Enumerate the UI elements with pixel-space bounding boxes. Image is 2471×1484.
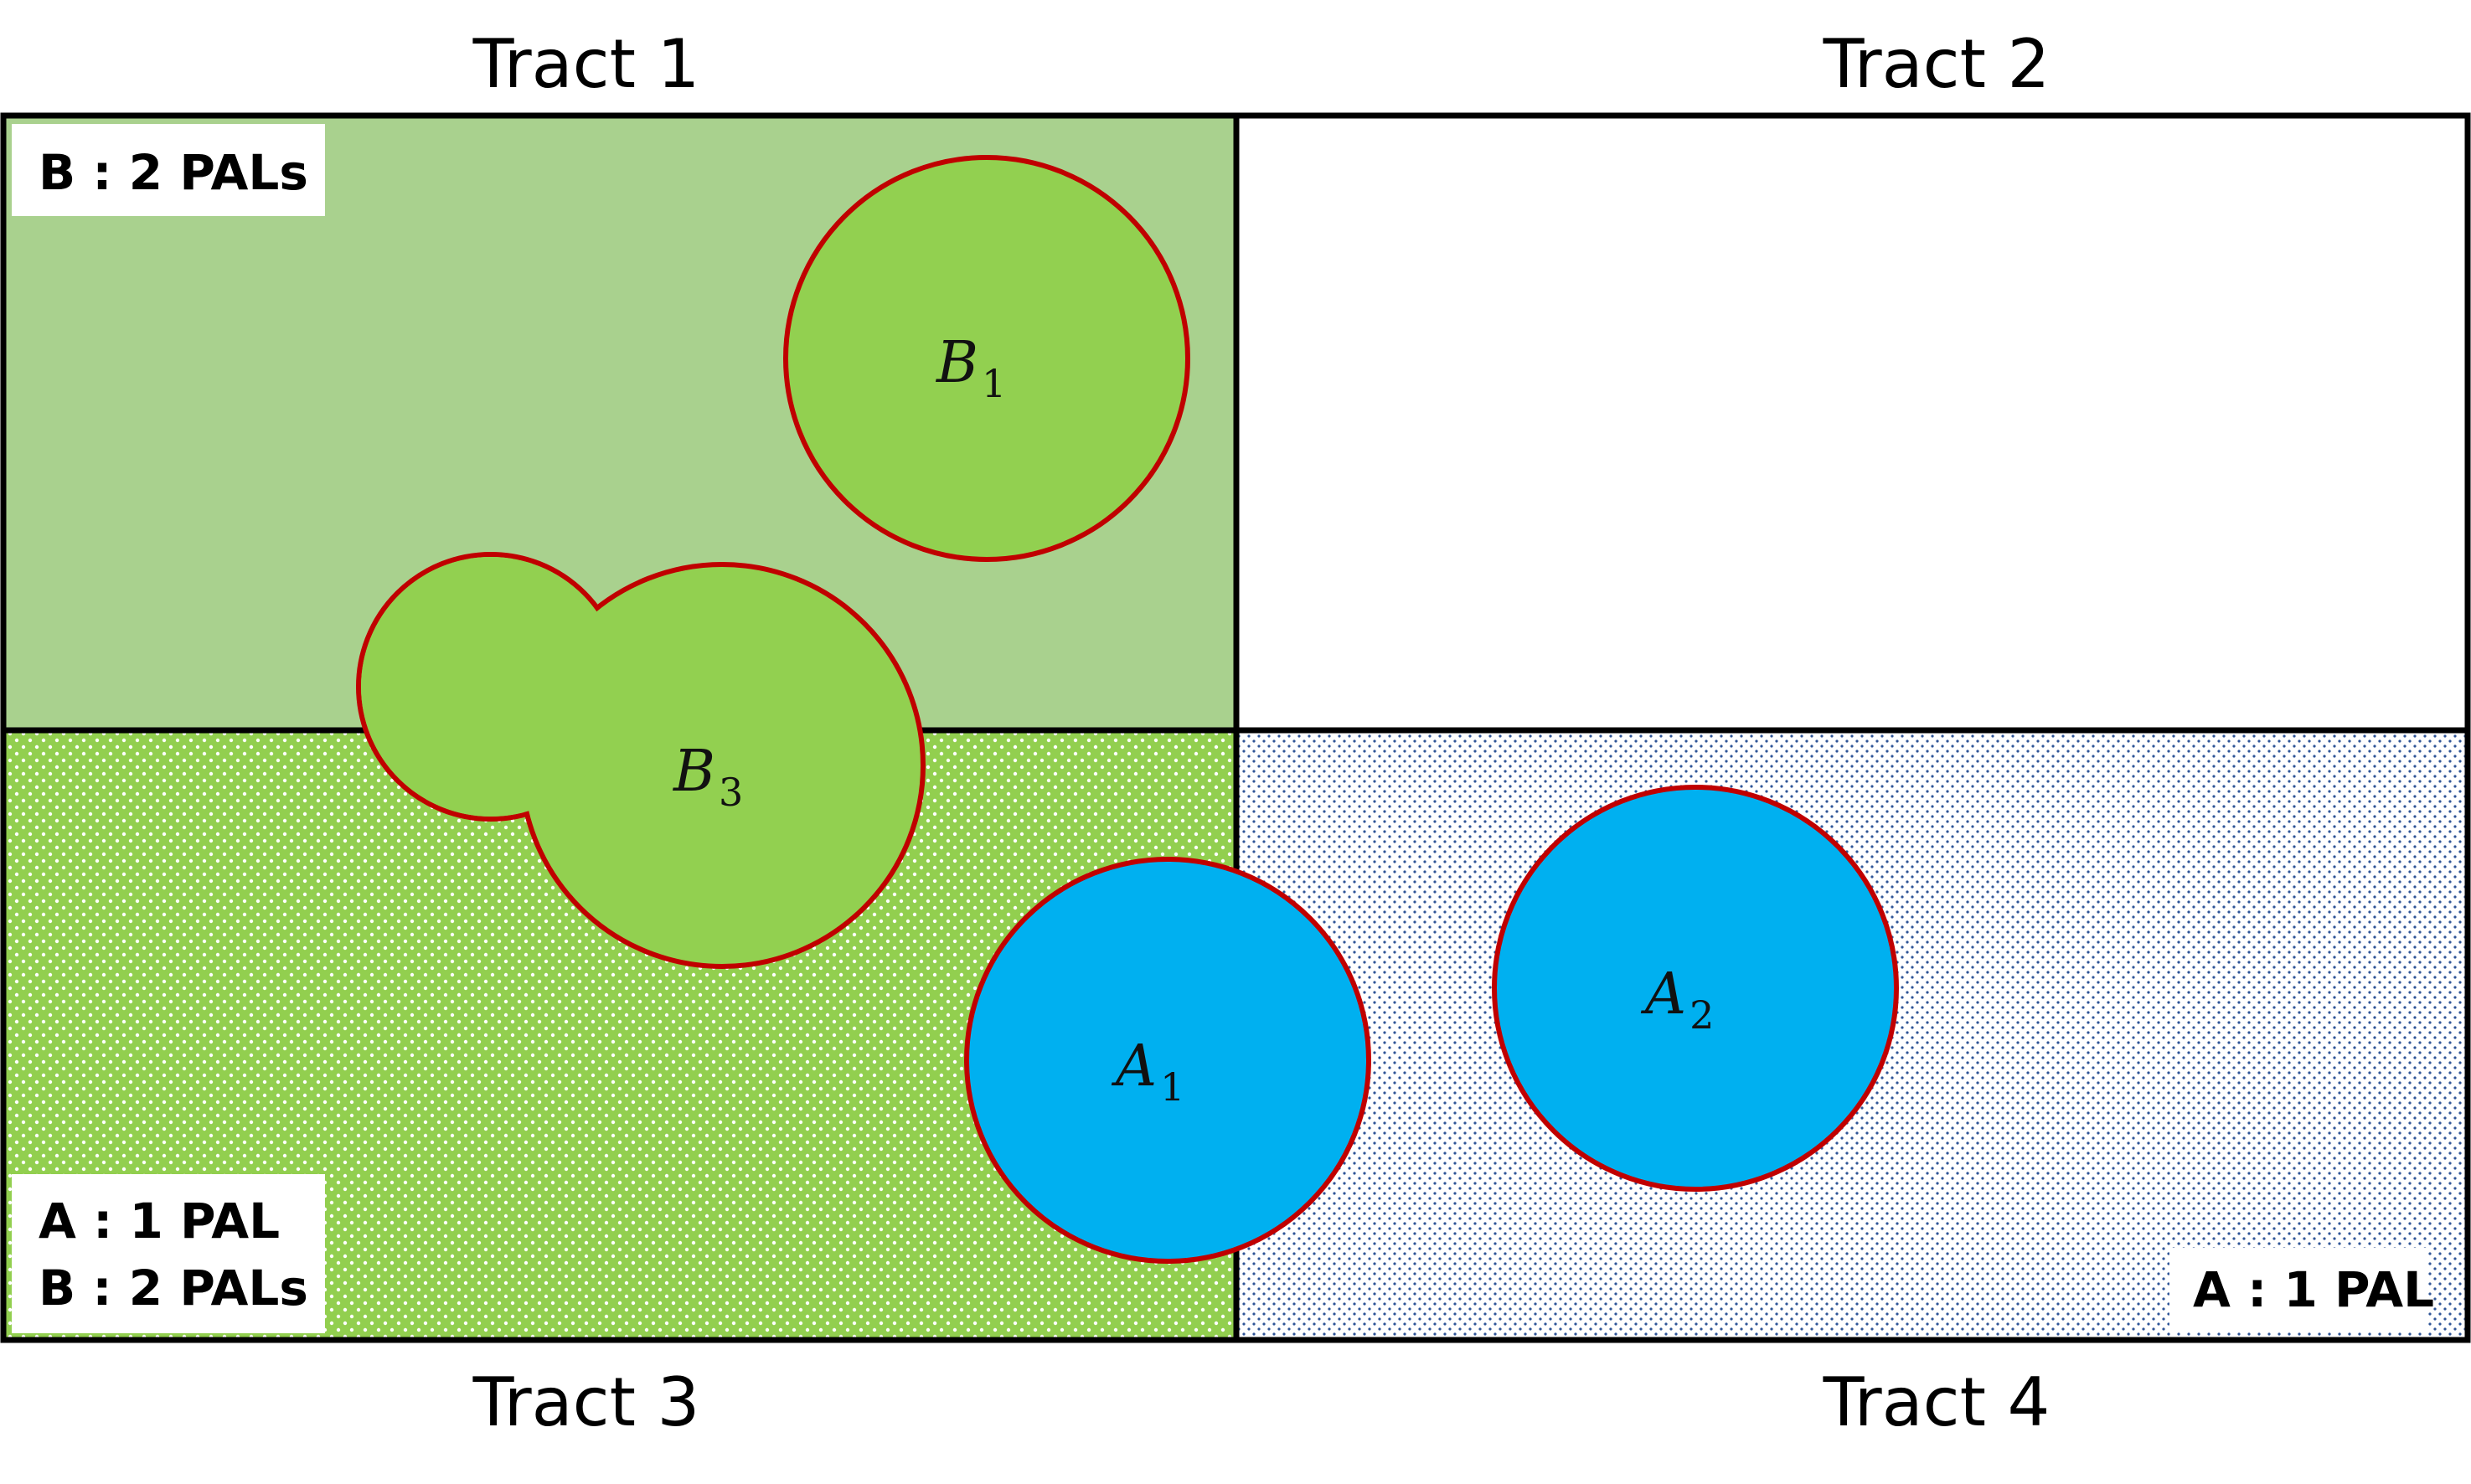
tract-1-legend-line: B : 2 PALs <box>39 144 308 201</box>
svg-text:A2: A2 <box>1640 961 1714 1038</box>
tract-2-title: Tract 2 <box>1823 25 2051 103</box>
circle-a1-sub: 1 <box>1160 1064 1184 1110</box>
tract-4-legend-line: A : 1 PAL <box>2193 1261 2434 1318</box>
circle-b1-letter: B <box>935 330 978 396</box>
circle-a1-letter: A <box>1111 1033 1157 1100</box>
tract-3-legend-line-b: B : 2 PALs <box>39 1260 308 1317</box>
circle-b1: B1 <box>783 155 1190 562</box>
tract-4-title: Tract 4 <box>1823 1363 2051 1441</box>
svg-text:B1: B1 <box>935 330 1006 406</box>
tract-3-legend: A : 1 PAL B : 2 PALs <box>12 1174 325 1333</box>
circle-b3-sub: 3 <box>719 770 743 815</box>
tract-3-title: Tract 3 <box>472 1363 700 1441</box>
circle-b3: B3 <box>361 557 926 969</box>
tract-3-legend-line-a: A : 1 PAL <box>39 1193 280 1250</box>
svg-text:A1: A1 <box>1111 1033 1184 1110</box>
circle-a2: A2 <box>1492 785 1899 1192</box>
circle-b3-letter: B <box>672 739 715 805</box>
circle-a2-letter: A <box>1640 961 1686 1028</box>
svg-text:B3: B3 <box>672 739 743 815</box>
tract-4-legend: A : 1 PAL <box>2169 1248 2434 1332</box>
tract-2-area <box>1236 116 2468 730</box>
tract-1-legend: B : 2 PALs <box>12 124 325 216</box>
circle-b1-sub: 1 <box>982 361 1006 406</box>
circle-a2-sub: 2 <box>1689 992 1714 1038</box>
tract-1-title: Tract 1 <box>472 25 700 103</box>
circle-a1: A1 <box>964 857 1371 1264</box>
